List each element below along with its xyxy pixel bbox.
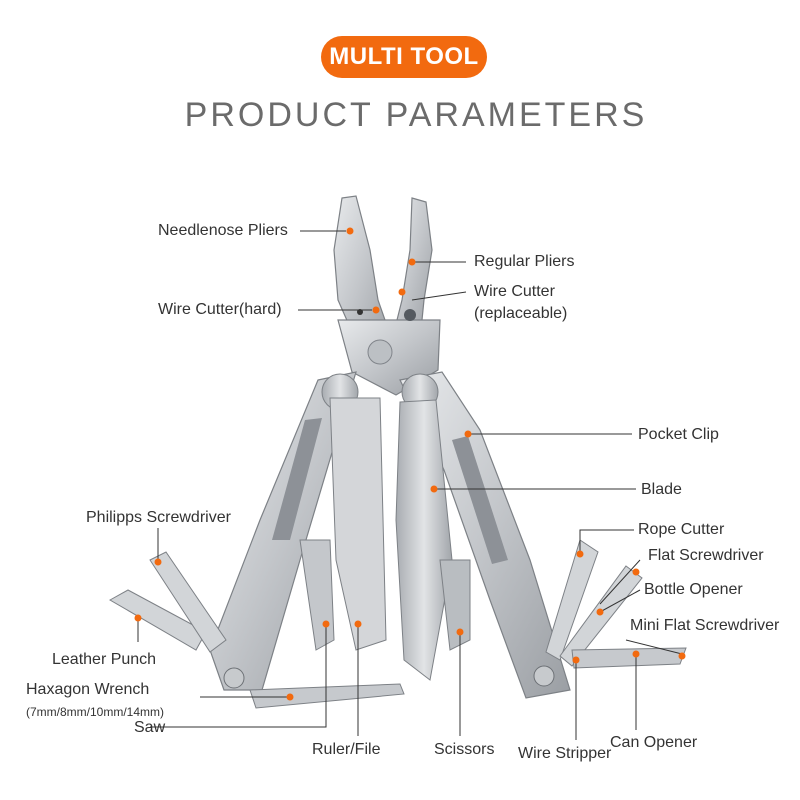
label-rope-cutter: Rope Cutter	[638, 521, 725, 538]
label-leather-punch: Leather Punch	[52, 651, 157, 668]
rope-cutter-tool	[545, 539, 599, 661]
label-wrench-sizes: (7mm/8mm/10mm/14mm)	[26, 705, 165, 719]
label-mini-flat-screwdriver: Mini Flat Screwdriver	[630, 617, 780, 634]
hex-wrench-tool	[249, 683, 405, 709]
label-ruler-file: Ruler/File	[312, 741, 381, 758]
label-can-opener: Can Opener	[610, 734, 698, 751]
label-pocket-clip: Pocket Clip	[638, 426, 719, 443]
label-blade: Blade	[641, 481, 682, 498]
blade-tool	[395, 399, 453, 681]
label-wire-cutter-hard: Wire Cutter(hard)	[158, 301, 282, 318]
left-handle	[209, 371, 359, 691]
file-tool	[329, 397, 387, 651]
page-title: PRODUCT PARAMETERS	[184, 96, 648, 134]
label-philipps-screwdriver: Philipps Screwdriver	[86, 509, 231, 526]
multi-tool-badge: MULTI TOOL	[321, 36, 487, 78]
label-bottle-opener: Bottle Opener	[644, 581, 743, 598]
scissors-tool	[439, 559, 471, 651]
label-needlenose-pliers: Needlenose Pliers	[158, 222, 288, 239]
label-regular-pliers: Regular Pliers	[474, 253, 575, 270]
label-replaceable: (replaceable)	[474, 305, 568, 322]
label-flat-screwdriver: Flat Screwdriver	[648, 547, 764, 564]
label-wire-cutter: Wire Cutter	[474, 283, 555, 300]
label-scissors: Scissors	[434, 741, 495, 758]
label-hexagon-wrench: Haxagon Wrench	[26, 681, 150, 698]
label-saw: Saw	[134, 719, 166, 736]
label-wire-stripper: Wire Stripper	[518, 745, 612, 762]
philipps-screwdriver-tool	[149, 551, 227, 653]
right-handle	[399, 371, 571, 699]
